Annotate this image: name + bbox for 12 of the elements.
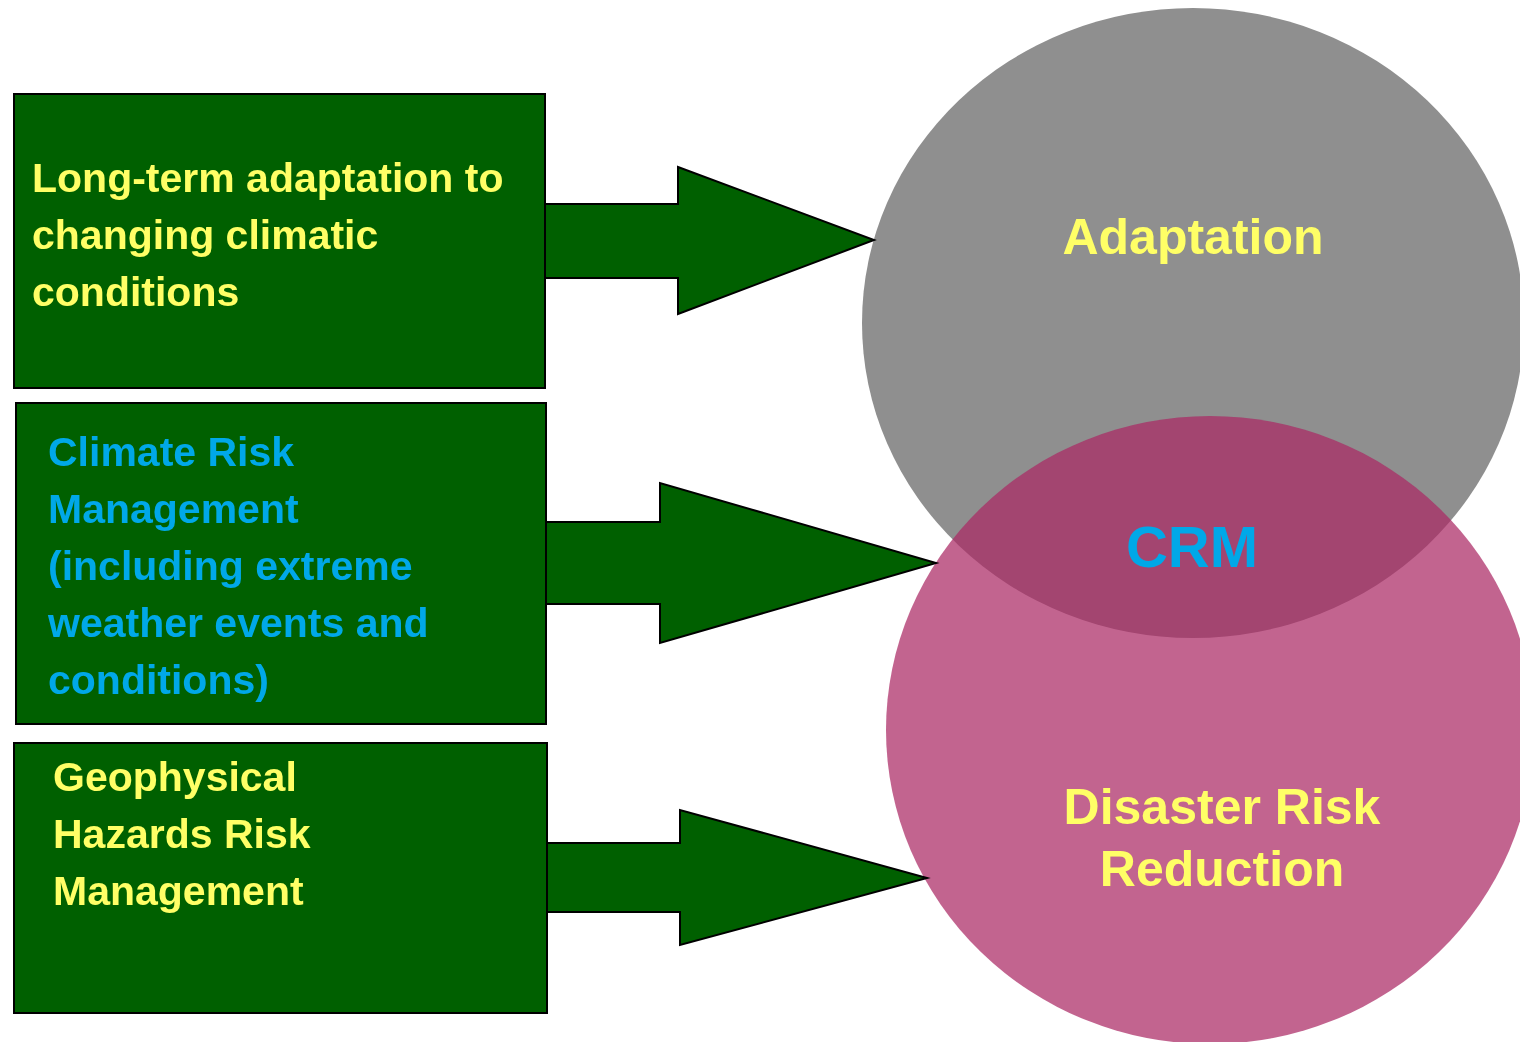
topic-box — [15, 402, 547, 725]
block-arrow — [546, 808, 931, 947]
overlap-label: CRM — [1125, 512, 1259, 580]
block-arrow — [544, 165, 877, 316]
box-text: Climate Risk Management (including extreme weather events and conditions) — [48, 428, 430, 705]
box-text: Long-term adaptation to changing climatic conditions — [32, 154, 505, 317]
block-arrow — [545, 481, 940, 645]
circle-label: Disaster Risk Reduction — [1062, 778, 1382, 899]
topic-box — [13, 93, 546, 389]
topic-box — [13, 742, 548, 1014]
circle-label: Adaptation — [1062, 208, 1324, 266]
box-text: Geophysical Hazards Risk Management — [53, 753, 312, 916]
